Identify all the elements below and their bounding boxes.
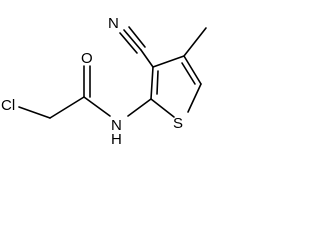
- bond-ring-c4-c5: [183, 55, 202, 85]
- atom-label-layer: Cl N O N H S: [1, 15, 183, 144]
- bond-layer: [18, 26, 207, 119]
- atom-label-carbonyl-oxygen: O: [81, 50, 93, 67]
- bond-nh-ring: [127, 98, 152, 117]
- molecule-structure-diagram: Cl N O N H S: [1, 15, 207, 144]
- bond-ring-c4-c5-inner: [181, 62, 196, 85]
- bond-ring-c5-s: [187, 83, 202, 113]
- bond-ch2-carbonyl: [49, 96, 85, 119]
- atom-label-ring-sulfur: S: [173, 115, 183, 132]
- atom-label-amide-hydrogen: H: [111, 131, 122, 144]
- bond-methyl: [183, 27, 207, 57]
- bond-carbonyl-nh: [83, 96, 111, 117]
- bond-ring-c2-c3: [150, 66, 154, 100]
- bond-ring-c3-c4: [152, 55, 185, 68]
- atom-label-amide-nitrogen: N: [111, 117, 122, 134]
- bond-cl-ch2: [18, 106, 51, 119]
- bond-ring-s-c2: [150, 98, 175, 118]
- bond-nitrile-1: [123, 29, 142, 51]
- bond-nitrile-3: [119, 32, 138, 54]
- atom-label-chlorine: Cl: [1, 97, 15, 114]
- bond-c3-nitrile-carbon: [140, 49, 154, 68]
- bond-nitrile-2: [128, 26, 146, 48]
- atom-label-nitrile-nitrogen: N: [108, 15, 119, 32]
- bond-ring-c2-c3-inner: [156, 70, 159, 95]
